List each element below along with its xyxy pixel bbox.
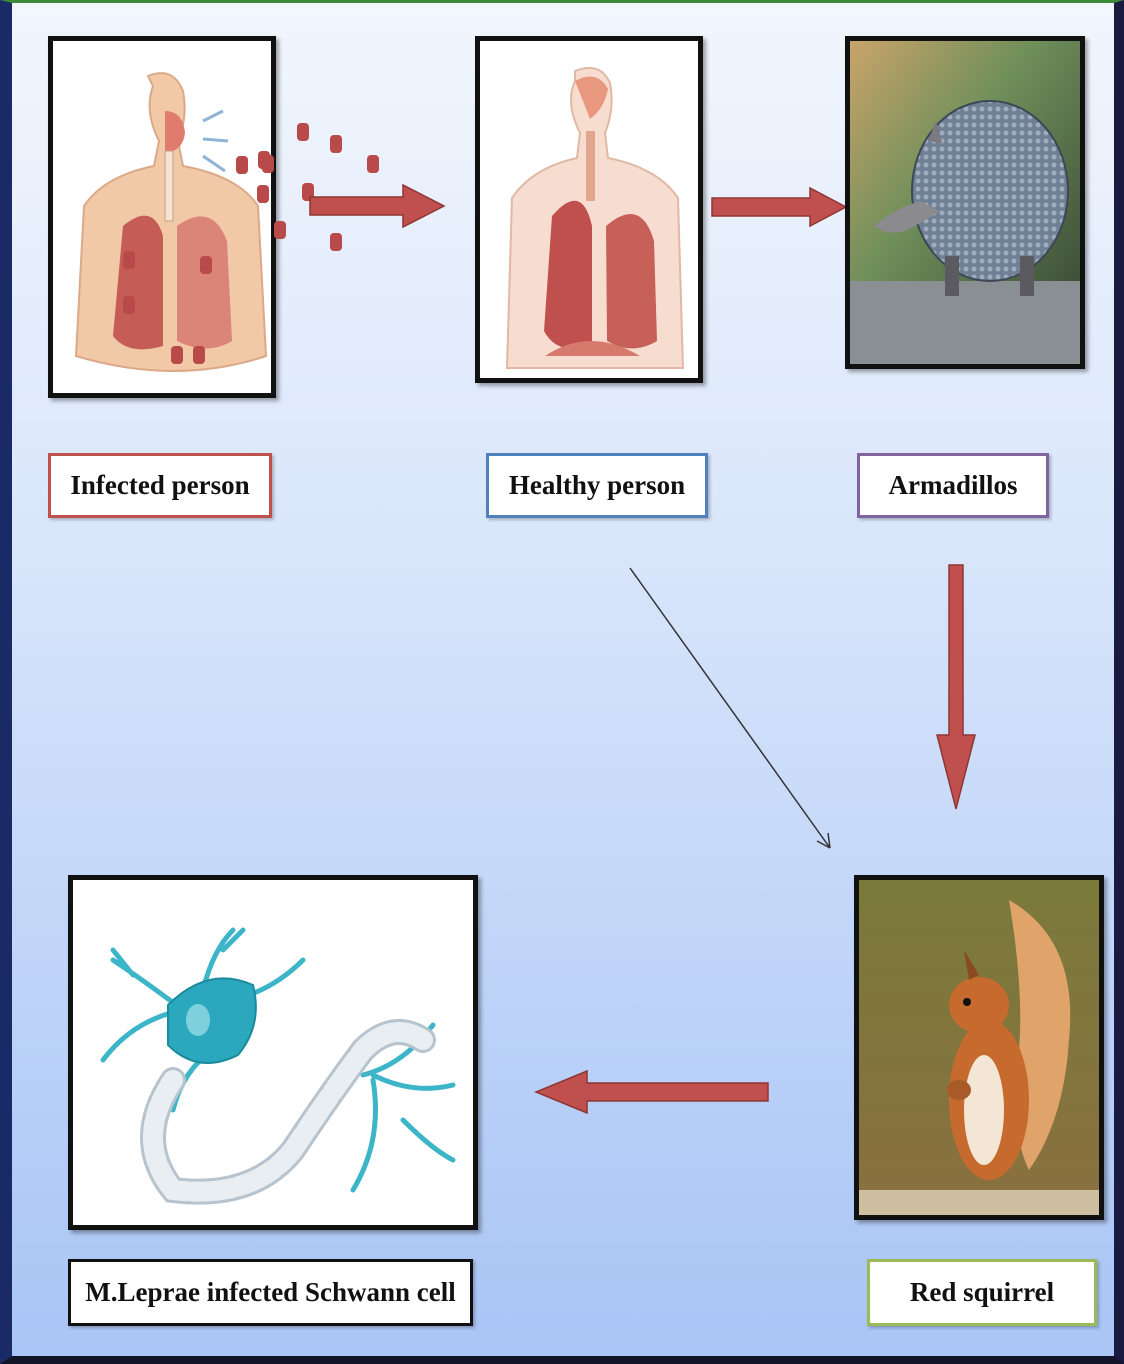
arrow-healthy-to-armadillo	[710, 185, 850, 229]
red-squirrel-image	[854, 875, 1104, 1220]
healthy-person-label-text: Healthy person	[509, 470, 685, 501]
schwann-cell-label-text: M.Leprae infected Schwann cell	[85, 1277, 455, 1308]
arrow-squirrel-to-schwann	[532, 1067, 772, 1117]
armadillo-image	[845, 36, 1085, 369]
arrow-healthy-to-squirrel	[622, 563, 842, 863]
red-squirrel-label: Red squirrel	[867, 1259, 1097, 1326]
infected-person-image	[48, 36, 276, 398]
schwann-cell-label: M.Leprae infected Schwann cell	[68, 1259, 473, 1326]
healthy-person-image	[475, 36, 703, 383]
arrow-armadillo-to-squirrel	[934, 563, 978, 813]
infected-person-label-text: Infected person	[70, 470, 249, 501]
arrow-infected-to-healthy	[308, 181, 448, 231]
healthy-person-label: Healthy person	[486, 453, 708, 518]
armadillos-label: Armadillos	[857, 453, 1049, 518]
schwann-cell-image	[68, 875, 478, 1230]
armadillos-label-text: Armadillos	[888, 470, 1017, 501]
infected-person-label: Infected person	[48, 453, 272, 518]
red-squirrel-label-text: Red squirrel	[910, 1277, 1054, 1308]
